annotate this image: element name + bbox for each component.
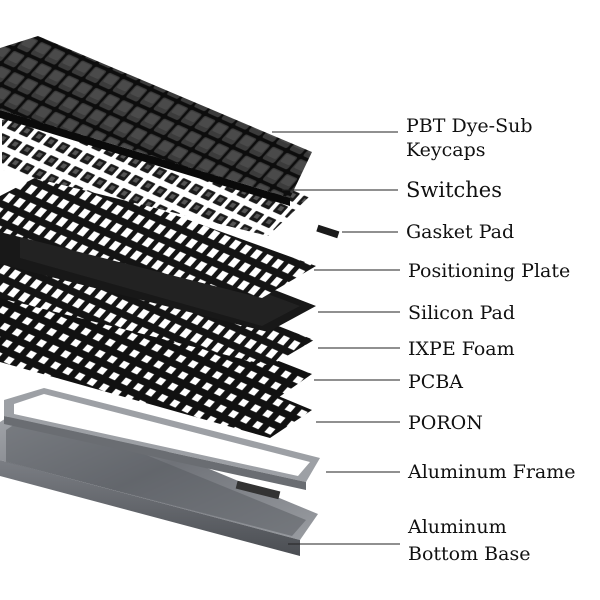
label-silicon-pad: Silicon Pad [408,302,516,324]
label-switches: Switches [406,178,503,202]
gasket-pad-piece [316,224,340,239]
label-aluminum-frame: Aluminum Frame [408,461,576,483]
positioning-plate-layer [0,170,316,298]
label-pcba: PCBA [408,371,464,393]
label-gasket-pad: Gasket Pad [406,221,515,243]
label-poron: PORON [408,412,483,434]
label-positioning-plate: Positioning Plate [408,260,571,282]
aluminum-frame [4,388,320,500]
label-base-line1: Aluminum [408,516,507,538]
label-keycaps-line2: Keycaps [406,139,486,161]
keycaps-layer [0,36,312,206]
label-keycaps-line1: PBT Dye-Sub [406,115,533,137]
label-base-line2: Bottom Base [408,543,531,565]
label-ixpe-foam: IXPE Foam [408,338,515,360]
leader-lines [272,131,400,545]
label-aluminum-bottom-base: Aluminum Bottom Base [408,514,530,568]
label-keycaps: PBT Dye-Sub Keycaps [406,114,533,162]
